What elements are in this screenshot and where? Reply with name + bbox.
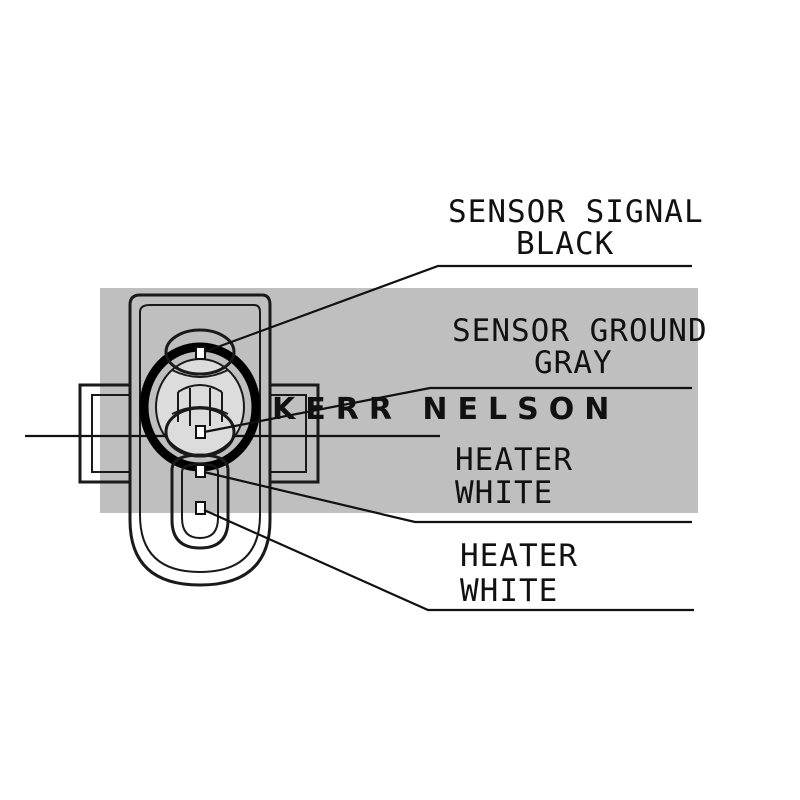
pin-sensor-ground	[195, 425, 206, 439]
leader-sensor-ground	[203, 386, 692, 434]
leader-heater-1	[203, 470, 692, 524]
leader-heater-2	[203, 508, 694, 612]
label-heater-2-color: WHITE	[460, 573, 558, 609]
label-sensor-ground-color: GRAY	[534, 345, 613, 381]
label-sensor-signal-name: SENSOR SIGNAL	[448, 194, 704, 230]
leader-lines	[203, 264, 694, 612]
watermark-text: KERR NELSON	[272, 392, 619, 427]
label-heater-1-name: HEATER	[455, 442, 573, 478]
pin-sensor-signal	[195, 346, 206, 360]
label-sensor-signal-color: BLACK	[516, 226, 614, 262]
label-heater-1-color: WHITE	[455, 475, 553, 511]
label-heater-2-name: HEATER	[460, 538, 578, 574]
leader-sensor-signal	[203, 264, 692, 354]
pin-heater-2	[195, 501, 206, 515]
pin-heater-1	[195, 464, 206, 478]
label-sensor-ground-name: SENSOR GROUND	[452, 313, 708, 349]
